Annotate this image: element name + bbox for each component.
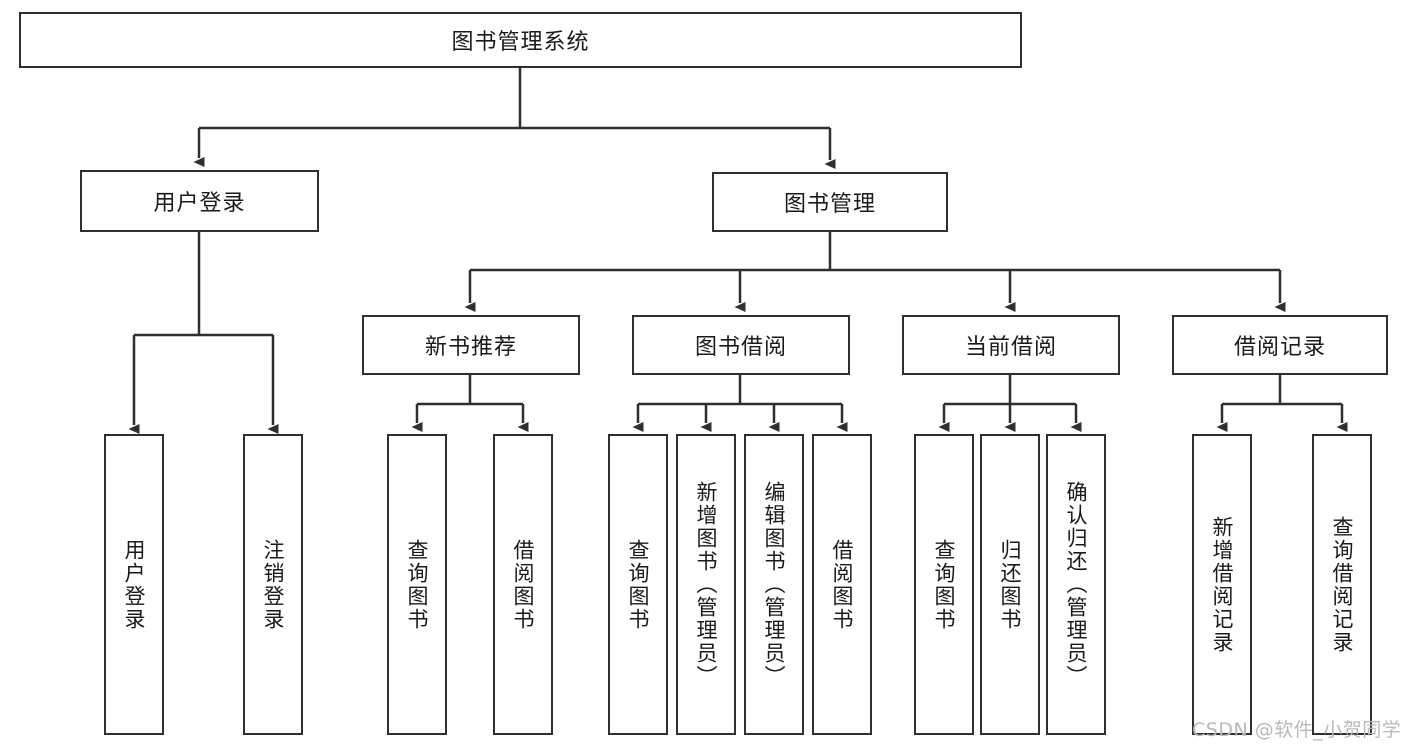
leaf-query-book-current[interactable]: 查询图书 <box>914 434 974 735</box>
csdn-watermark: CSDN @软件_小贺同学 <box>1192 719 1402 741</box>
leaf-query-book-rec[interactable]: 查询图书 <box>387 434 447 735</box>
node-label: 注销登录 <box>261 538 286 631</box>
node-label: 用户登录 <box>153 191 246 216</box>
node-label: 图书管理系统 <box>451 30 590 55</box>
leaf-borrow-book-rec[interactable]: 借阅图书 <box>493 434 553 735</box>
leaf-return-book[interactable]: 归还图书 <box>980 434 1040 735</box>
node-label: 查询图书 <box>932 538 957 631</box>
node-book-borrow[interactable]: 图书借阅 <box>632 315 850 375</box>
node-label: 用户登录 <box>122 538 147 631</box>
node-book-management[interactable]: 图书管理 <box>712 172 948 232</box>
leaf-user-login[interactable]: 用户登录 <box>104 434 164 735</box>
node-label: 借阅图书 <box>830 538 855 631</box>
node-label: 新书推荐 <box>424 335 517 360</box>
leaf-add-book-admin[interactable]: 新增图书（管理员） <box>676 434 736 735</box>
leaf-add-borrow-record[interactable]: 新增借阅记录 <box>1192 434 1252 735</box>
node-current-borrow[interactable]: 当前借阅 <box>902 315 1120 375</box>
node-label: 图书借阅 <box>694 335 787 360</box>
node-label: 查询图书 <box>626 538 651 631</box>
node-label: 归还图书 <box>998 538 1023 631</box>
node-label: 确认归还（管理员） <box>1064 481 1089 688</box>
leaf-query-book-borrow[interactable]: 查询图书 <box>608 434 668 735</box>
leaf-borrow-book[interactable]: 借阅图书 <box>812 434 872 735</box>
node-borrow-record[interactable]: 借阅记录 <box>1172 315 1388 375</box>
node-user-login[interactable]: 用户登录 <box>80 170 319 232</box>
node-label: 编辑图书（管理员） <box>762 481 787 688</box>
leaf-logout-login[interactable]: 注销登录 <box>243 434 303 735</box>
node-label: 新增图书（管理员） <box>694 481 719 688</box>
node-new-book-recommendation[interactable]: 新书推荐 <box>362 315 580 375</box>
node-label: 借阅图书 <box>511 538 536 631</box>
node-label: 图书管理 <box>783 192 876 217</box>
node-label: 借阅记录 <box>1233 335 1326 360</box>
node-label: 查询借阅记录 <box>1330 515 1355 654</box>
node-root-book-management-system[interactable]: 图书管理系统 <box>19 12 1022 68</box>
leaf-edit-book-admin[interactable]: 编辑图书（管理员） <box>744 434 804 735</box>
leaf-confirm-return-admin[interactable]: 确认归还（管理员） <box>1046 434 1106 735</box>
leaf-query-borrow-record[interactable]: 查询借阅记录 <box>1312 434 1372 735</box>
node-label: 查询图书 <box>405 538 430 631</box>
node-label: 当前借阅 <box>964 335 1057 360</box>
node-label: 新增借阅记录 <box>1210 515 1235 654</box>
